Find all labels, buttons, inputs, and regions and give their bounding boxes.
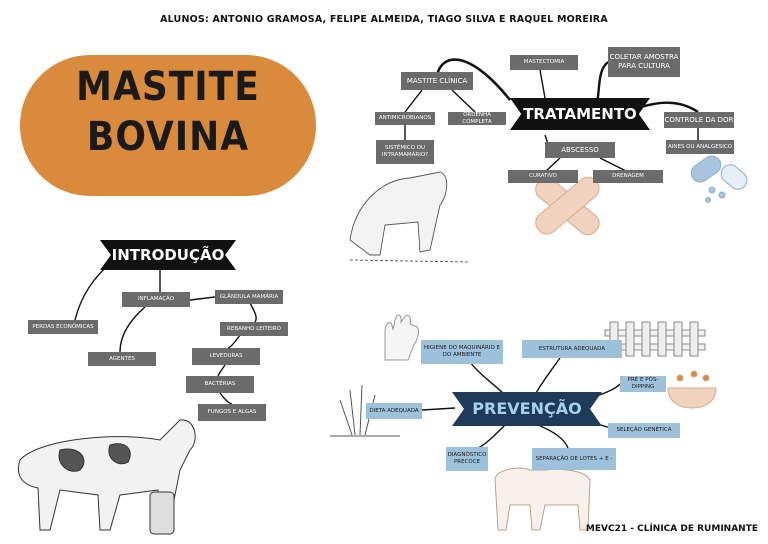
authors-line: ALUNOS: ANTONIO GRAMOSA, FELIPE ALMEIDA,…	[160, 14, 608, 25]
grass-illustration	[330, 384, 400, 437]
node-higiene: HIGIENE DO MAQUINÁRIO E DO AMBIENTE	[421, 340, 503, 364]
node-perdas: PERDAS ECONÔMICAS	[28, 320, 98, 334]
node-estrutura: ESTRUTURA ADEQUADA	[522, 340, 622, 358]
node-pre-pos: PRÉ E PÓS-DIPPING	[620, 376, 666, 392]
title-line1: MASTITE	[76, 64, 260, 110]
prevencao-banner: PREVENÇÃO	[452, 392, 602, 426]
milking-illustration	[349, 171, 471, 263]
node-controle-dor: CONTROLE DA DOR	[664, 112, 734, 128]
node-diagnostico: DIAGNÓSTICO PRECOCE	[446, 447, 488, 471]
node-aines: AINES OU ANALGESICO	[666, 140, 734, 154]
node-coletar: COLETAR AMOSTRA PARA CULTURA	[608, 47, 680, 77]
node-mastite-clinica: MASTITE CLÍNICA	[401, 72, 473, 90]
node-inflamacao: INFLAMAÇÃO	[122, 292, 190, 307]
cows-illustration	[494, 467, 591, 531]
node-drenagem: DRENAGEM	[593, 170, 663, 183]
title-line2: BOVINA	[86, 114, 250, 160]
title-pill	[20, 55, 316, 196]
node-curativo: CURATIVO	[508, 170, 578, 183]
tratamento-banner: TRATAMENTO	[510, 98, 650, 130]
hand-illustration	[384, 314, 419, 361]
node-dieta: DIETA ADEQUADA	[366, 403, 422, 419]
node-antimicrobianos: ANTIMICROBIANOS	[375, 112, 435, 125]
node-mastectomia: MASTECTOMIA	[510, 55, 578, 70]
node-glandula: GLÂNDULA MAMÁRIA	[215, 290, 283, 304]
bandage-icon	[535, 176, 600, 236]
cow-illustration	[17, 419, 196, 535]
node-sistemico: SISTÊMICO OU INTRAMAMÁRIO?	[376, 140, 434, 164]
footer-label: MEVC21 - CLÍNICA DE RUMINANTE	[585, 524, 758, 534]
node-fungos: FUNGOS E ALGAS	[198, 404, 266, 421]
node-agentes: AGENTES	[88, 352, 156, 366]
page-title: MASTITE BOVINA	[20, 62, 316, 162]
node-bacterias: BACTÉRIAS	[186, 376, 254, 393]
dipping-bowl-icon	[667, 370, 717, 409]
introducao-banner: INTRODUÇÃO	[100, 240, 236, 270]
node-rebanho: REBANHO LEITEIRO	[220, 322, 288, 336]
node-ordenha: ORDENHA COMPLETA	[448, 112, 506, 125]
pills-icon	[690, 155, 748, 203]
fence-illustration	[604, 321, 706, 357]
node-abscesso: ABSCESSO	[545, 142, 615, 158]
node-leveduras: LEVEDURAS	[192, 348, 260, 365]
node-separacao: SEPARAÇÃO DE LOTES + E -	[532, 448, 616, 470]
node-selecao: SELEÇÃO GENÉTICA	[608, 423, 680, 438]
